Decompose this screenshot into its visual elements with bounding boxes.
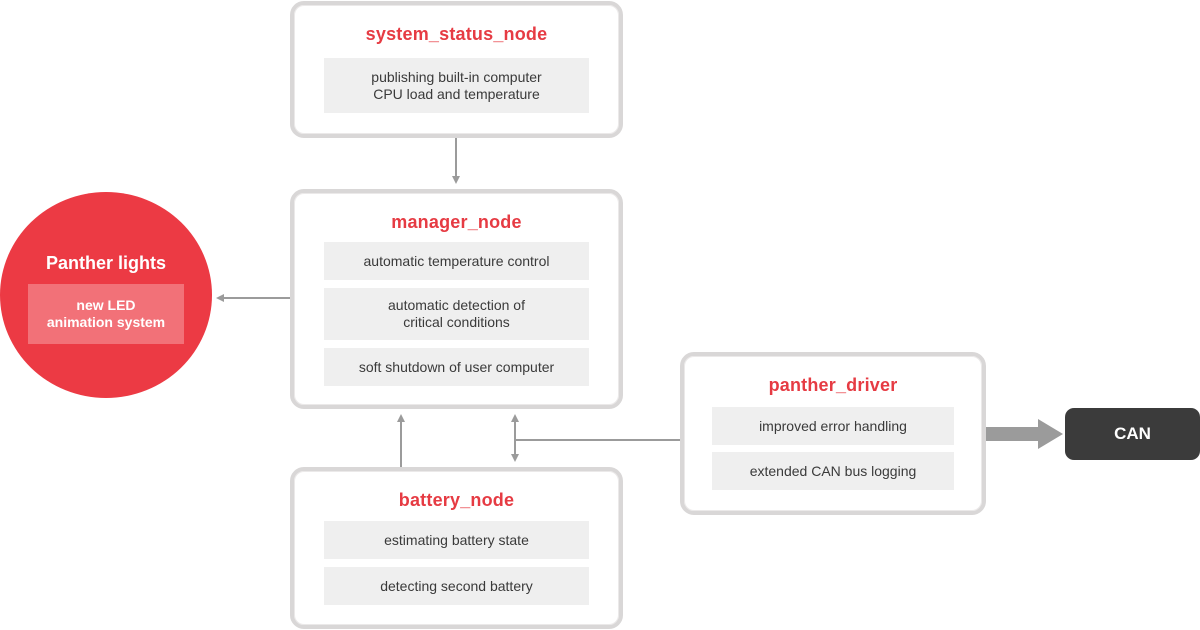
feature-item: estimating battery state — [324, 521, 589, 559]
node-title: battery_node — [398, 490, 515, 510]
arrow-driver-to-can — [986, 419, 1063, 449]
system-status-node: system_status_node publishing built-in c… — [290, 1, 623, 138]
feature-item: automatic detection of critical conditio… — [324, 288, 589, 340]
node-title: system_status_node — [365, 24, 548, 44]
feature-item: automatic temperature control — [324, 242, 589, 280]
feature-item: detecting second battery — [324, 567, 589, 605]
can-bus-box: CAN — [1065, 408, 1200, 460]
battery-node: battery_node estimating battery state de… — [290, 467, 623, 629]
manager-node: manager_node automatic temperature contr… — [290, 189, 623, 409]
feature-item: improved error handling — [712, 407, 954, 445]
feature-item: extended CAN bus logging — [712, 452, 954, 490]
feature-item: soft shutdown of user computer — [324, 348, 589, 386]
panther-driver-node: panther_driver improved error handling e… — [680, 352, 986, 515]
node-title: manager_node — [391, 212, 522, 232]
node-title: panther_driver — [768, 375, 898, 395]
feature-item: new LED animation system — [28, 284, 184, 344]
node-title: Panther lights — [45, 253, 166, 273]
feature-item: publishing built-in computer CPU load an… — [324, 58, 589, 113]
panther-lights-node: Panther lights new LED animation system — [0, 192, 212, 398]
